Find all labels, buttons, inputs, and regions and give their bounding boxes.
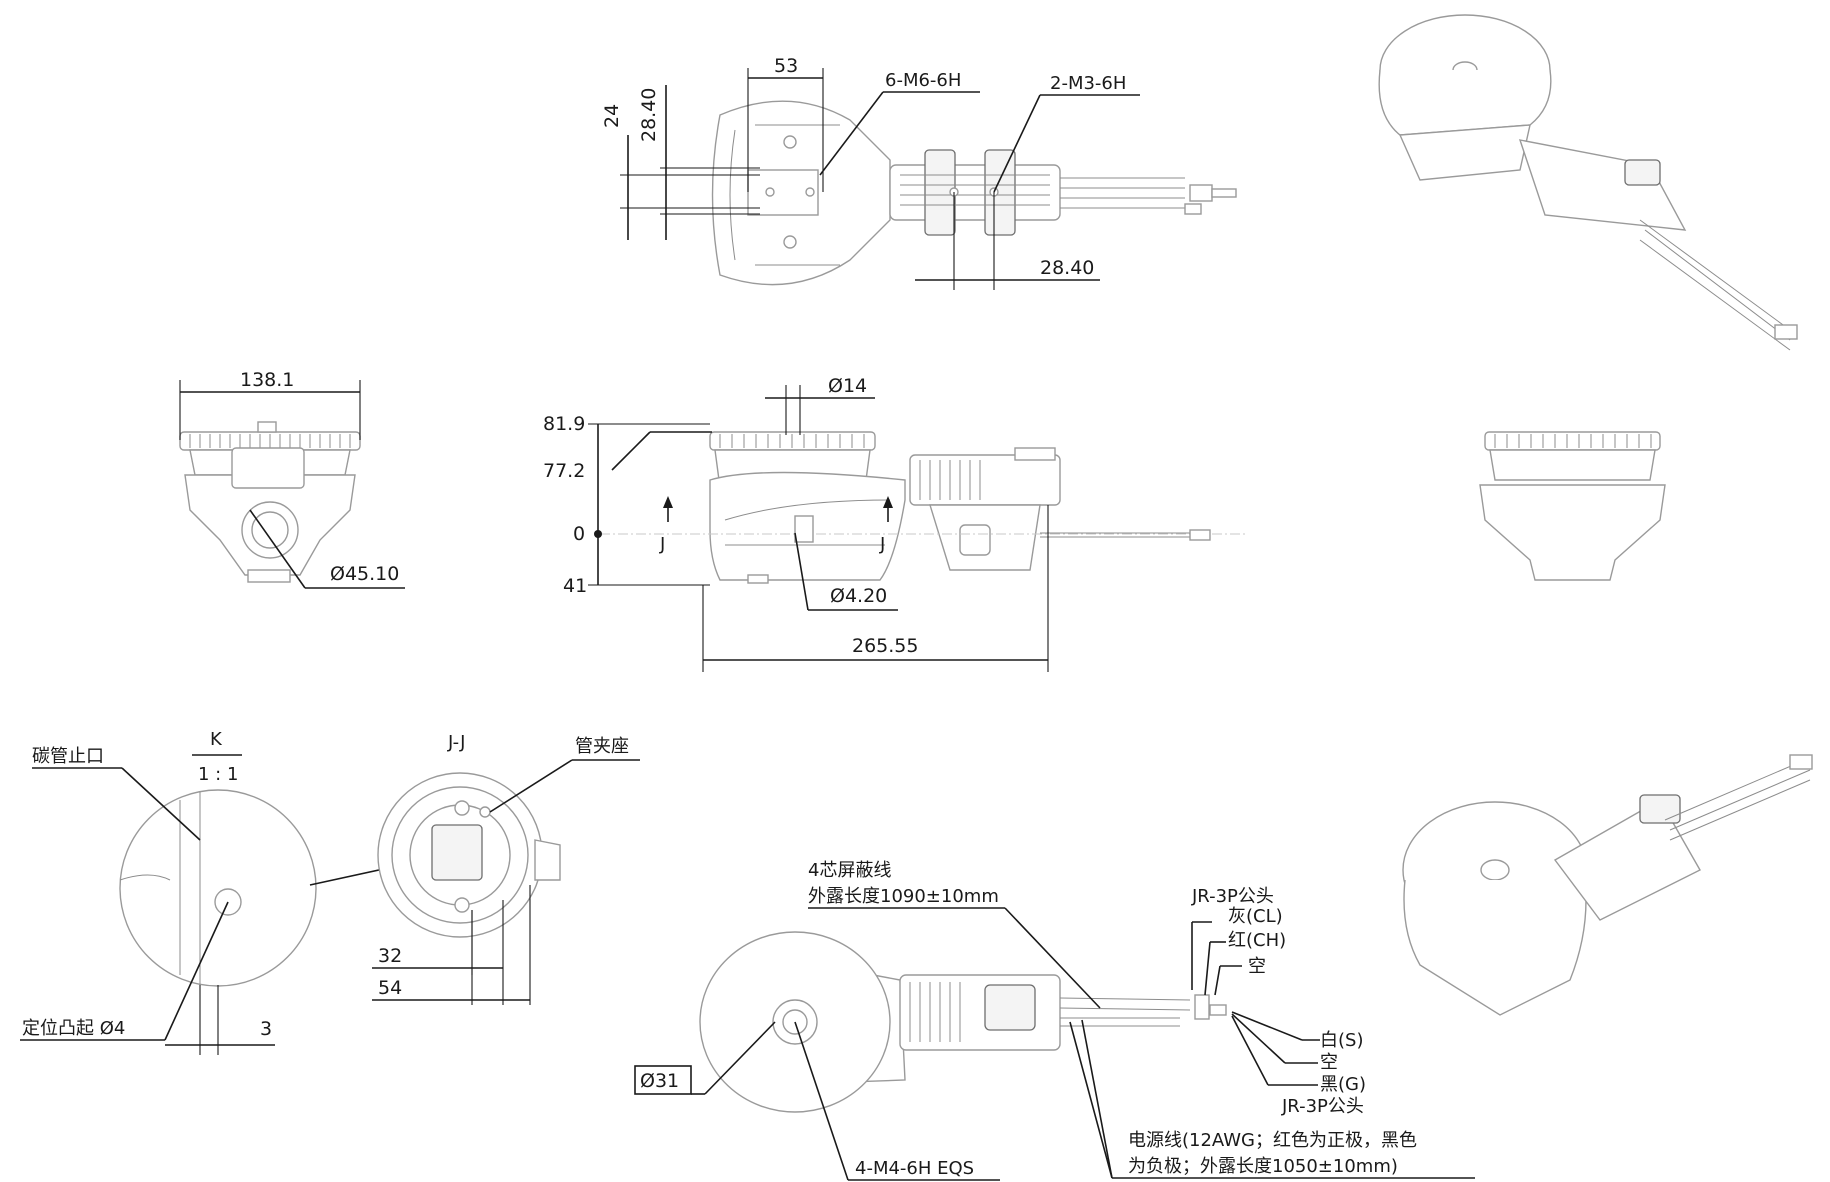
section-jj-title: J-J (447, 732, 465, 753)
label-jr-3p-bottom: JR-3P公头 (1281, 1096, 1364, 1117)
label-4-core-shielded-cable: 4芯屏蔽线 (808, 860, 891, 881)
dim-54: 54 (378, 977, 402, 999)
label-pipe-clamp-seat: 管夹座 (575, 736, 629, 757)
iso-view-bottom-right (1402, 754, 1813, 1016)
dim-shaft-14: Ø14 (828, 375, 867, 397)
label-4-core-exposed-length: 外露长度1090±10mm (808, 886, 999, 907)
label-power-cable-line1: 电源线(12AWG；红色为正极，黑色 (1128, 1130, 1417, 1151)
pin-empty-bottom: 空 (1320, 1052, 1338, 1073)
dim-flange-31: Ø31 (640, 1070, 679, 1092)
dim-3: 3 (260, 1018, 272, 1040)
callout-4-m4: 4-M4-6H EQS (855, 1158, 974, 1179)
dim-0: 0 (573, 523, 585, 545)
dim-24: 24 (601, 104, 623, 128)
dim-138-1: 138.1 (240, 369, 294, 391)
callout-2-m3: 2-M3-6H (1050, 73, 1126, 94)
label-locating-boss: 定位凸起 Ø4 (22, 1018, 125, 1039)
label-carbon-tube-stop: 碳管止口 (32, 746, 104, 767)
dim-32: 32 (378, 945, 402, 967)
detail-k: K 1 : 1 碳管止口 定位凸起 Ø4 3 (20, 729, 389, 1055)
pin-empty-top: 空 (1248, 956, 1266, 977)
top-view: 53 24 28.40 6-M6-6H 2-M3-6H 28.40 (601, 55, 1237, 290)
dim-81-9: 81.9 (543, 413, 585, 435)
pin-grey-cl: 灰(CL) (1228, 906, 1283, 927)
pin-red-ch: 红(CH) (1228, 930, 1286, 951)
dim-28-40-vertical: 28.40 (638, 88, 660, 142)
dim-bore-45-10: Ø45.10 (330, 563, 399, 585)
dim-28-40-horizontal: 28.40 (1040, 257, 1094, 279)
detail-k-title: K (210, 729, 223, 750)
dim-53: 53 (774, 55, 798, 77)
iso-view-top-right (1378, 14, 1798, 351)
section-jj: J-J 管夹座 32 54 (372, 732, 640, 1005)
detail-k-scale: 1 : 1 (198, 764, 238, 785)
dim-41: 41 (563, 575, 587, 597)
label-jr-3p-top: JR-3P公头 (1191, 886, 1274, 907)
dim-77-2: 77.2 (543, 460, 585, 482)
front-view: 138.1 Ø45.10 (179, 369, 405, 589)
pin-black-g: 黑(G) (1320, 1074, 1366, 1095)
dim-pin-4-20: Ø4.20 (830, 585, 887, 607)
label-power-cable-line2: 为负极；外露长度1050±10mm) (1128, 1156, 1398, 1177)
side-view: Ø14 81.9 77.2 0 41 J J Ø4.20 265.55 (543, 375, 1245, 672)
pin-white-s: 白(S) (1320, 1030, 1363, 1051)
iso-view-bottom: 4芯屏蔽线 外露长度1090±10mm JR-3P公头 灰(CL) 红(CH) … (634, 860, 1475, 1181)
section-arrow-j-right: J (879, 534, 885, 555)
section-arrow-j-left: J (659, 534, 665, 555)
dim-265-55: 265.55 (852, 635, 918, 657)
rear-view (1479, 431, 1666, 581)
callout-6-m6: 6-M6-6H (885, 70, 961, 91)
